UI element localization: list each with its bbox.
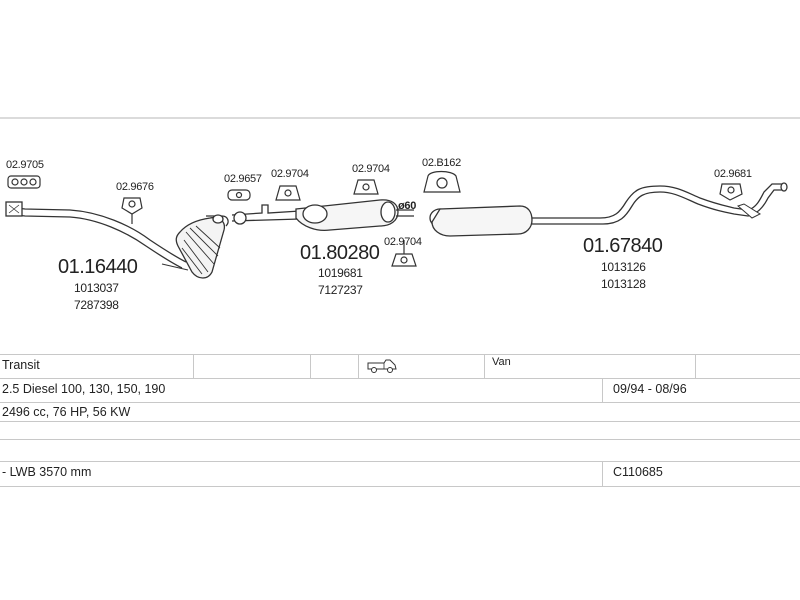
specs-cell: 2496 cc, 76 HP, 56 KW bbox=[2, 405, 131, 419]
van-icon bbox=[366, 358, 398, 374]
rear-silencer-drawing bbox=[429, 182, 788, 237]
table-line bbox=[602, 378, 603, 402]
table-line bbox=[310, 354, 311, 378]
part-label-02-9704-b: 02.9704 bbox=[352, 163, 390, 175]
part-label-02-9681: 02.9681 bbox=[714, 168, 752, 180]
wheelbase-cell: - LWB 3570 mm bbox=[2, 465, 92, 479]
body-type-cell: Van bbox=[492, 356, 511, 368]
part-label-02-9657: 02.9657 bbox=[224, 173, 262, 185]
part-label-02-9676: 02.9676 bbox=[116, 181, 154, 193]
table-line bbox=[0, 402, 800, 403]
part-label-02-b162: 02.B162 bbox=[422, 157, 461, 169]
front-section-ref-1: 1013037 bbox=[74, 281, 119, 295]
diameter-note: ø60 bbox=[398, 200, 417, 212]
rear-section-number: 01.67840 bbox=[583, 235, 663, 257]
table-line bbox=[602, 461, 603, 486]
part-label-02-9704-a: 02.9704 bbox=[271, 168, 309, 180]
table-line bbox=[0, 439, 800, 440]
front-section-ref-2: 7287398 bbox=[74, 298, 119, 312]
rear-section-ref-1: 1013126 bbox=[601, 260, 646, 274]
table-line bbox=[0, 486, 800, 487]
table-line bbox=[0, 378, 800, 379]
front-pipe-leader bbox=[161, 263, 189, 271]
middle-section-ref-1: 1019681 bbox=[318, 266, 363, 280]
part-label-02-9704-c: 02.9704 bbox=[384, 236, 422, 248]
table-line bbox=[0, 354, 800, 355]
front-section-number: 01.16440 bbox=[58, 256, 138, 278]
model-cell: Transit bbox=[2, 358, 40, 372]
part-label-02-9705: 02.9705 bbox=[6, 159, 44, 171]
table-line bbox=[695, 354, 696, 378]
middle-section-ref-2: 7127237 bbox=[318, 283, 363, 297]
front-pipe-drawing bbox=[5, 201, 229, 279]
years-cell: 09/94 - 08/96 bbox=[613, 382, 687, 396]
table-line bbox=[358, 354, 359, 378]
middle-section-number: 01.80280 bbox=[300, 242, 380, 264]
table-line bbox=[484, 354, 485, 378]
mounting-parts-drawing bbox=[7, 170, 743, 267]
table-line bbox=[193, 354, 194, 378]
middle-silencer-drawing bbox=[231, 199, 414, 232]
engine-cell: 2.5 Diesel 100, 130, 150, 190 bbox=[2, 382, 166, 396]
rear-section-ref-2: 1013128 bbox=[601, 277, 646, 291]
code-cell: C110685 bbox=[613, 465, 663, 479]
table-line bbox=[0, 421, 800, 422]
table-line bbox=[0, 461, 800, 462]
